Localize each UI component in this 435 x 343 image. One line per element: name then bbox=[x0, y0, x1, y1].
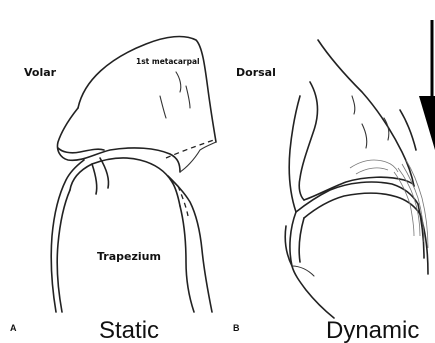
volar-label: Volar bbox=[24, 66, 57, 79]
trapezium-label: Trapezium bbox=[97, 250, 161, 263]
dorsal-label: Dorsal bbox=[236, 66, 276, 79]
panel-a-caption: Static bbox=[99, 317, 159, 343]
panel-b-letter: B bbox=[233, 323, 240, 333]
panel-b-trapezium-outline bbox=[285, 182, 428, 318]
panel-b-dynamic: Dorsal B Dynamic bbox=[233, 20, 435, 343]
panel-a-static: Volar 1st metacarpal Trapezium A Static bbox=[10, 37, 216, 343]
metacarpal-label: 1st metacarpal bbox=[136, 57, 200, 66]
panel-a-letter: A bbox=[10, 323, 17, 333]
panel-b-metacarpal-outline bbox=[289, 40, 414, 212]
panel-a-trapezium-outline bbox=[51, 158, 212, 312]
panel-b-caption: Dynamic bbox=[326, 317, 419, 343]
downward-arrow-icon bbox=[419, 20, 435, 150]
